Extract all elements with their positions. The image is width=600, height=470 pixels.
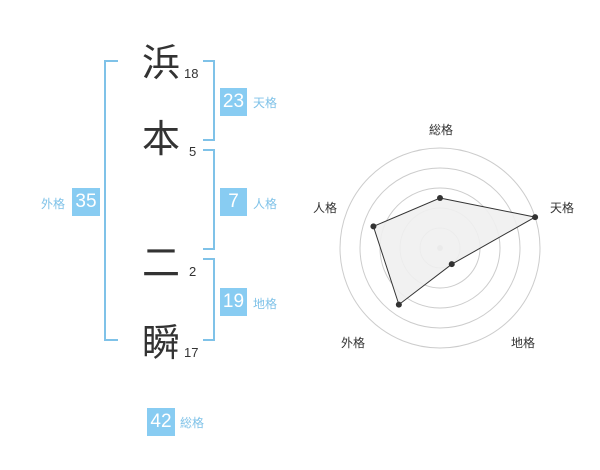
jinkaku-value: 7 bbox=[220, 188, 247, 216]
stroke-count-1: 18 bbox=[184, 66, 199, 81]
jinkaku-bracket bbox=[203, 149, 215, 250]
jinkaku-label: 人格 bbox=[253, 197, 278, 211]
radar-ring bbox=[359, 167, 521, 329]
soukaku-value: 42 bbox=[147, 408, 175, 436]
radar-label-jinkaku: 人格 bbox=[313, 201, 338, 215]
stroke-count-3: 2 bbox=[189, 264, 197, 279]
gaikaku-value: 35 bbox=[72, 188, 100, 216]
radar-ring bbox=[339, 147, 541, 349]
chikaku-value: 19 bbox=[220, 288, 247, 316]
tenkaku-bracket bbox=[203, 60, 215, 141]
stroke-count-2: 5 bbox=[189, 144, 197, 159]
gaikaku-label: 外格 bbox=[41, 197, 66, 211]
tenkaku-value: 23 bbox=[220, 88, 247, 116]
tenkaku-label: 天格 bbox=[253, 96, 278, 110]
name-char-4: 瞬 bbox=[141, 321, 180, 365]
radar-label-gaikaku: 外格 bbox=[341, 336, 366, 350]
name-char-2: 本 bbox=[141, 117, 180, 161]
radar-point-5 bbox=[370, 223, 377, 230]
radar-label-chikaku: 地格 bbox=[511, 336, 536, 350]
soukaku-label: 総格 bbox=[180, 416, 205, 430]
chikaku-bracket bbox=[203, 258, 215, 341]
radar-point-3 bbox=[448, 261, 455, 268]
gaikaku-bracket bbox=[104, 60, 118, 341]
radar-point-1 bbox=[437, 195, 443, 201]
radar-chart bbox=[339, 147, 541, 349]
radar-label-tenkaku: 天格 bbox=[550, 201, 575, 215]
radar-area bbox=[372, 197, 537, 306]
radar-points bbox=[370, 195, 539, 308]
chikaku-label: 地格 bbox=[253, 297, 278, 311]
radar-label-soukaku: 総格 bbox=[429, 123, 454, 137]
stroke-count-4: 17 bbox=[184, 345, 199, 360]
radar-point-2 bbox=[532, 214, 539, 221]
name-char-3: 二 bbox=[141, 241, 180, 285]
name-char-1: 浜 bbox=[141, 41, 180, 85]
radar-point-4 bbox=[395, 301, 402, 308]
